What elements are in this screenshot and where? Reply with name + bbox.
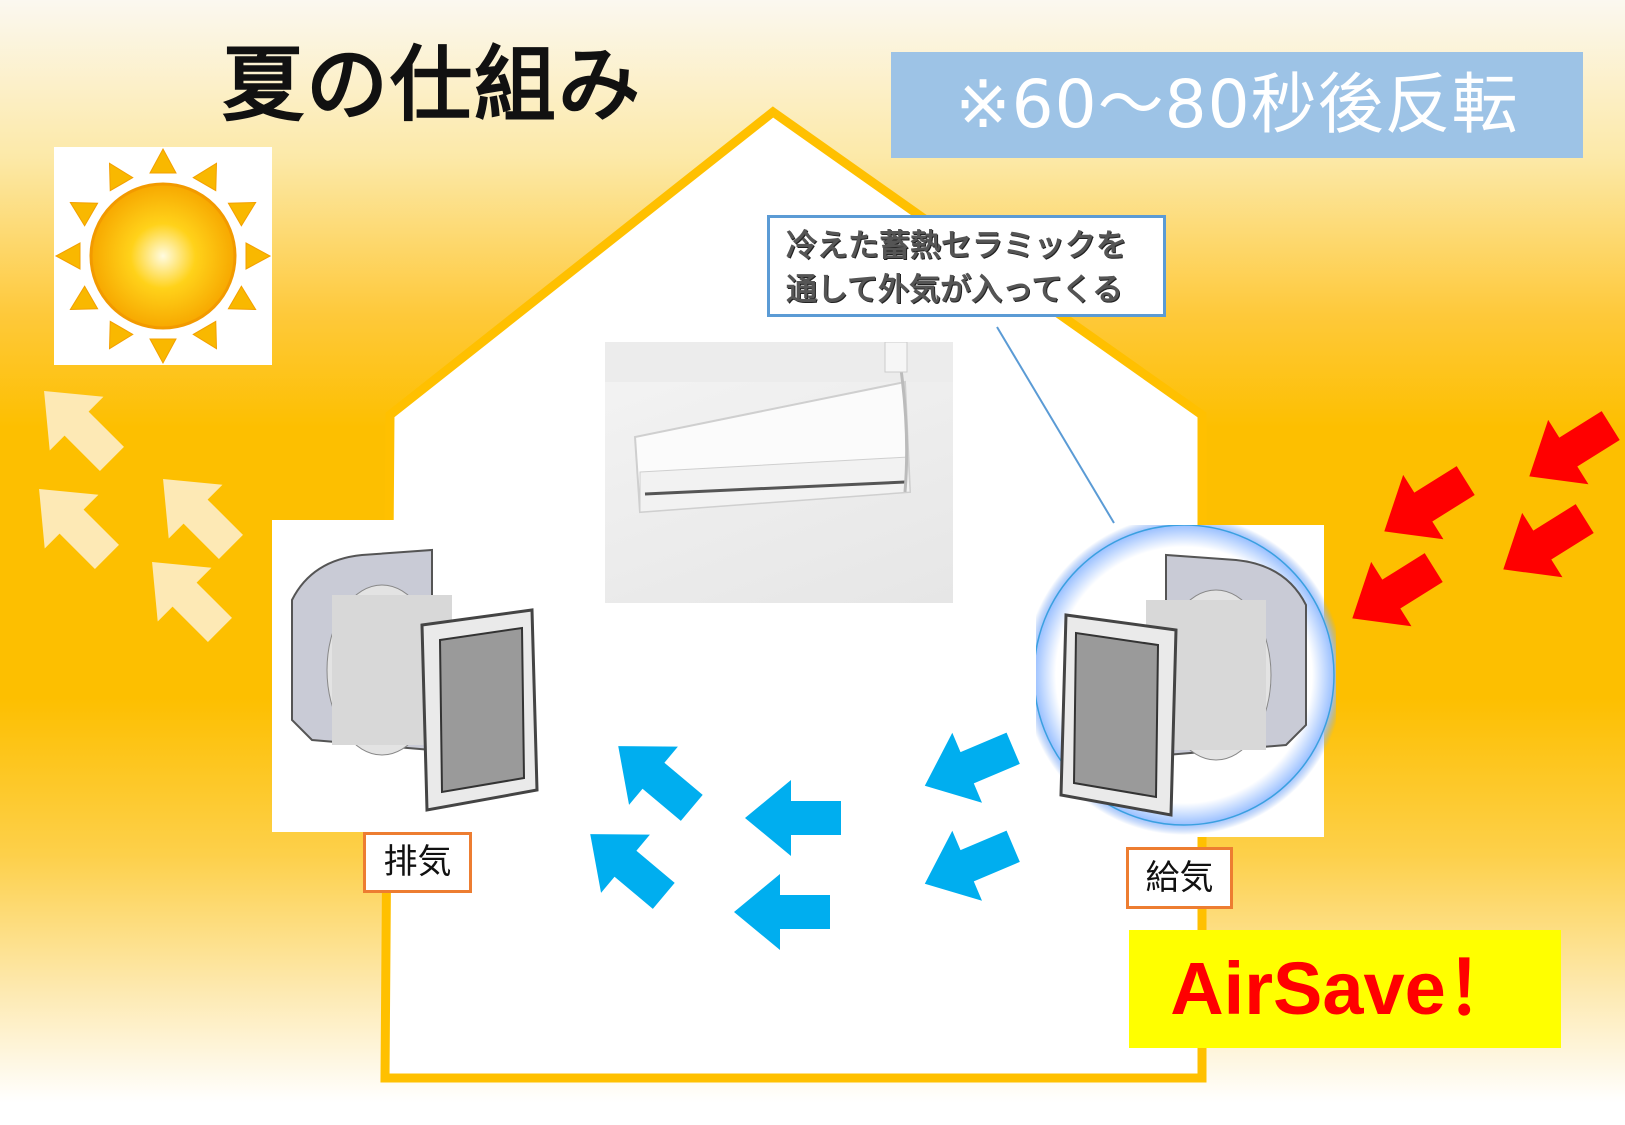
exhaust-label: 排気 [363,832,472,893]
callout-line-1: 冷えた蓄熱セラミックを [786,228,1127,264]
sun-icon [54,147,272,365]
page-title: 夏の仕組み [222,38,643,133]
reversal-notice: ※60～80秒後反転 [891,52,1583,158]
exhaust-unit-image [272,520,562,832]
supply-unit-image [1024,515,1344,837]
callout-pointer-line [996,326,1115,524]
ceramic-callout: 冷えた蓄熱セラミックを 通して外気が入ってくる [767,215,1166,317]
air-conditioner-image [605,341,953,603]
airsave-brand-banner: AirSave！ [1129,930,1561,1048]
callout-line-2: 通して外気が入ってくる [786,272,1123,308]
supply-label: 給気 [1126,847,1233,909]
